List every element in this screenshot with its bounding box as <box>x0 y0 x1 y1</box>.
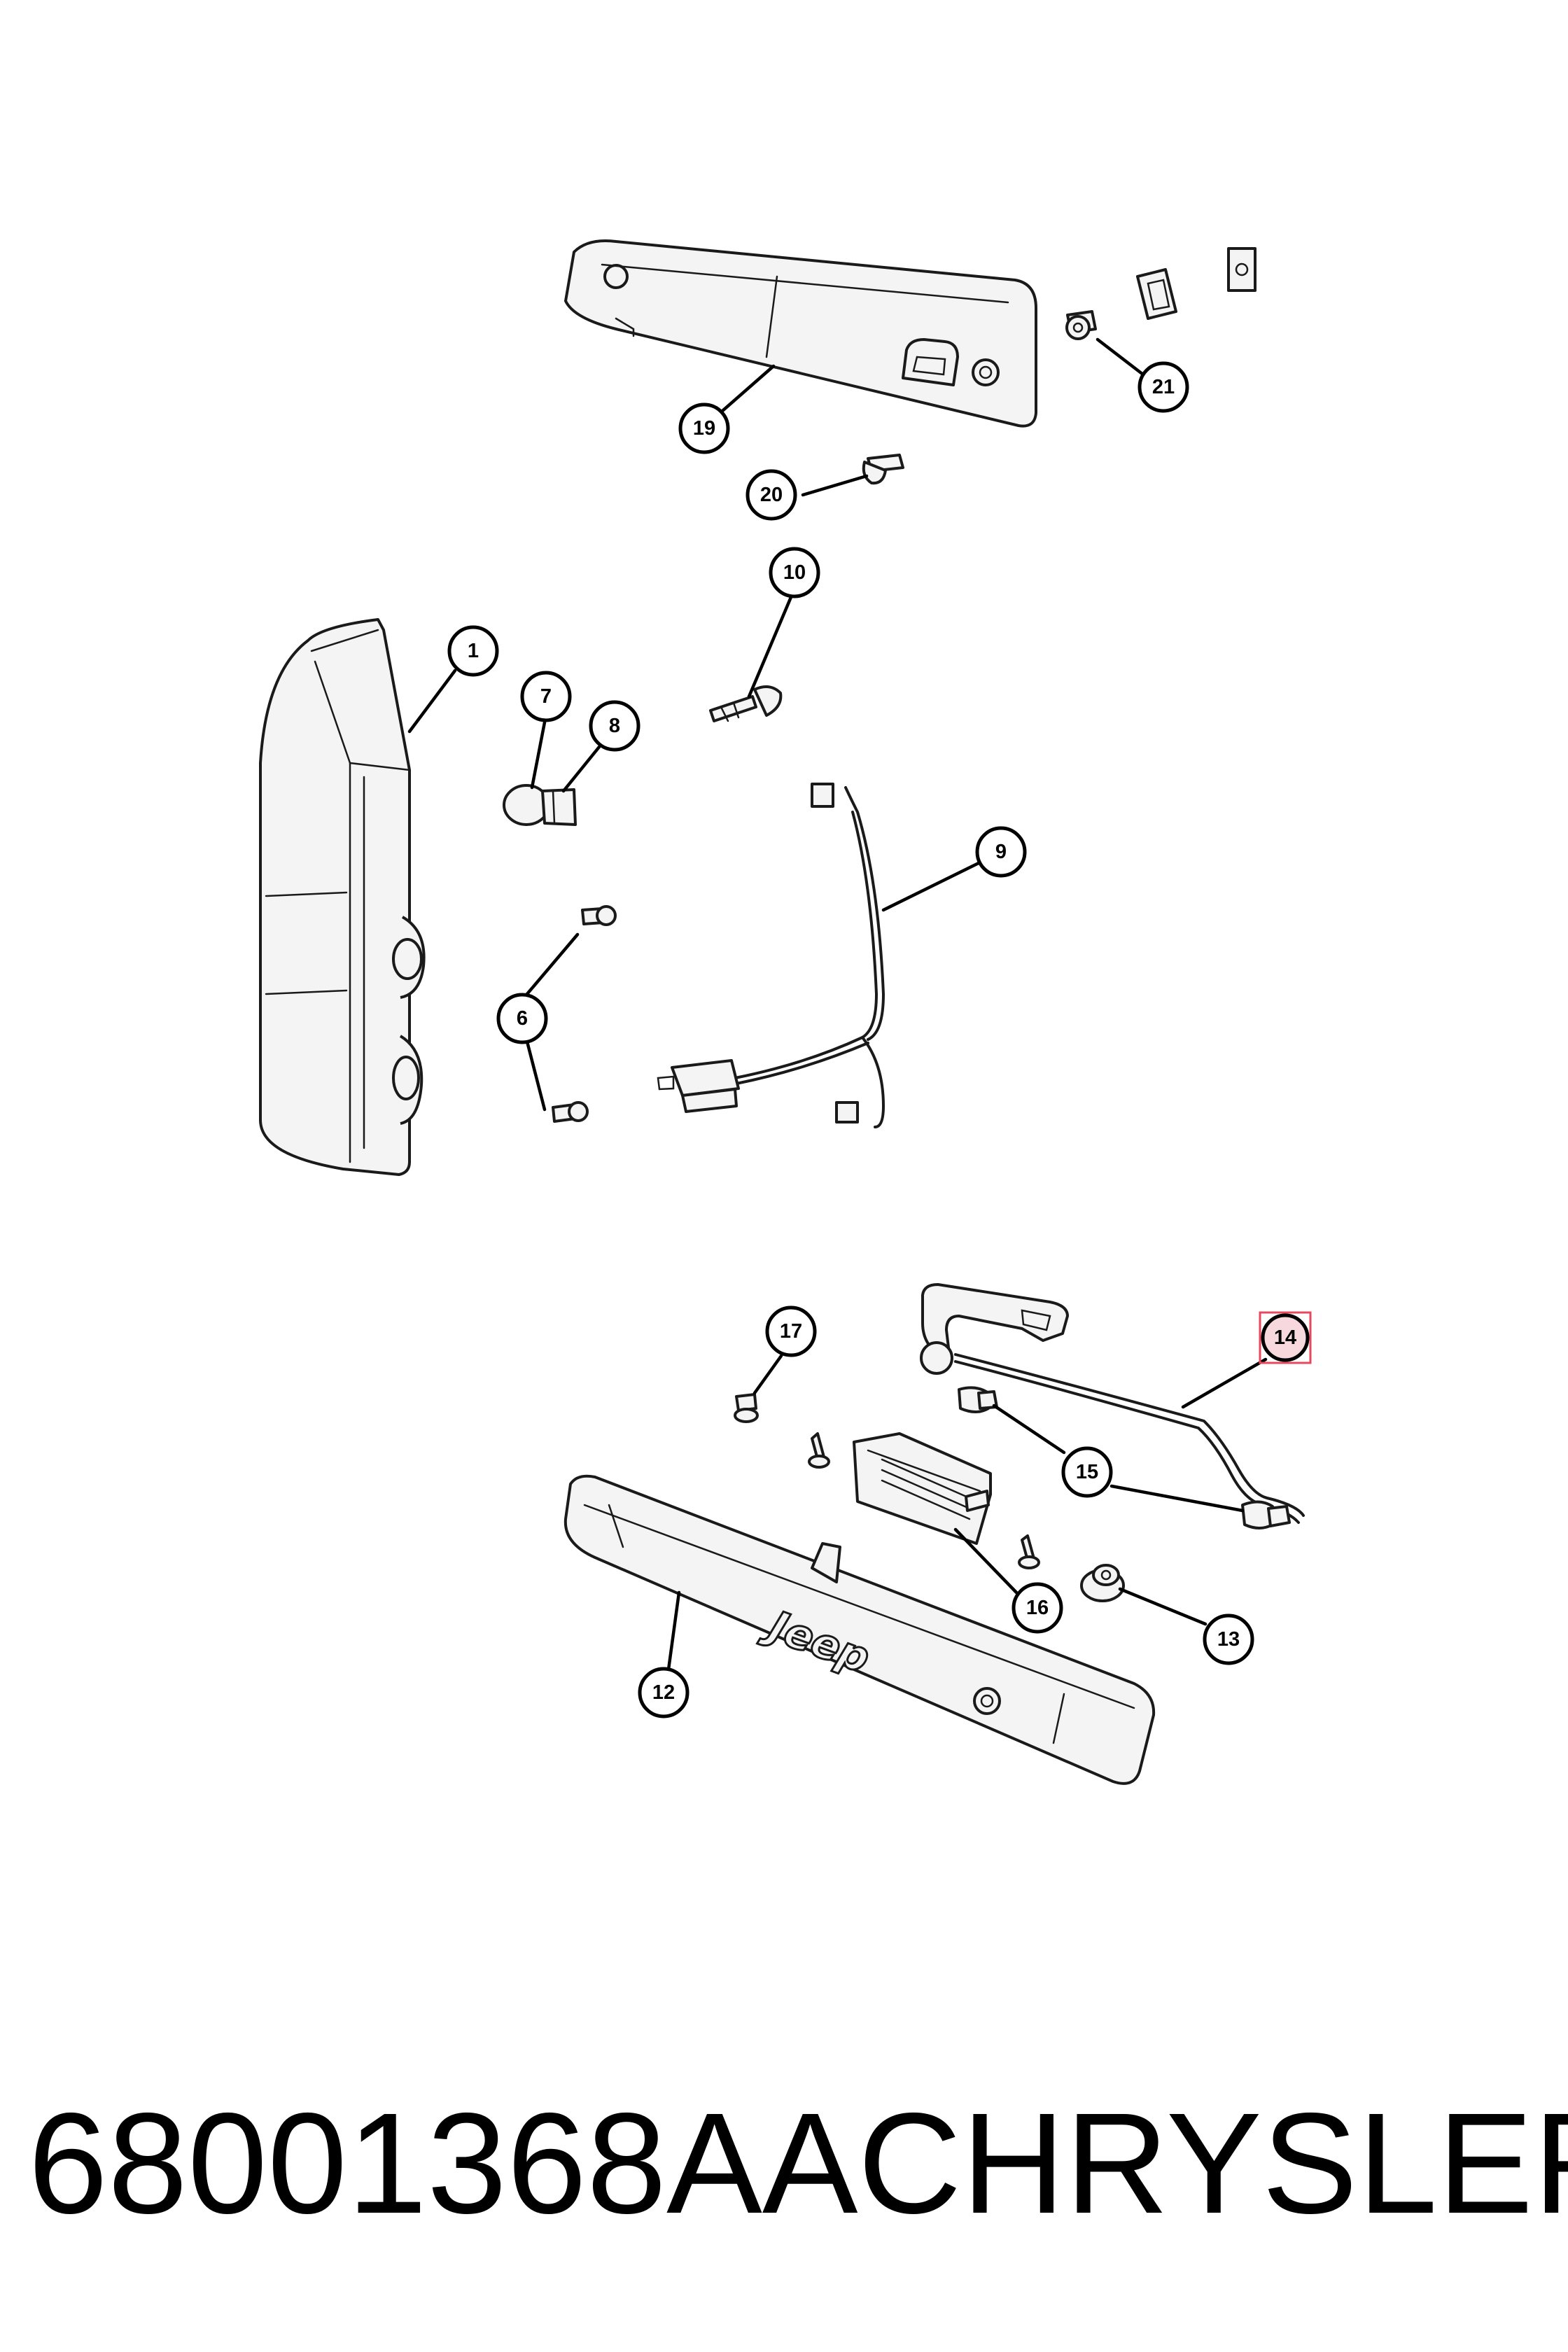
callout-21: 21 <box>1138 361 1189 413</box>
nut-21-part <box>1065 247 1256 340</box>
callout-8-label: 8 <box>609 715 620 737</box>
callout-21-label: 21 <box>1152 376 1175 398</box>
callout-10: 10 <box>769 547 820 598</box>
callout-16-label: 16 <box>1026 1597 1049 1619</box>
callout-15-label: 15 <box>1076 1461 1098 1483</box>
callout-19-label: 19 <box>693 417 715 440</box>
callout-6: 6 <box>496 993 548 1044</box>
callout-1-label: 1 <box>468 640 479 662</box>
callout-20: 20 <box>746 469 797 521</box>
callout-17: 17 <box>765 1306 817 1357</box>
callout-9: 9 <box>975 826 1027 878</box>
applique-lower-12-part: Jeep <box>564 1474 1156 1785</box>
highlight-box <box>1259 1311 1312 1364</box>
screw-20-part <box>862 454 904 485</box>
callout-14-highlighted: 14 <box>1259 1311 1312 1364</box>
callout-9-label: 9 <box>995 841 1007 863</box>
leader-lines <box>407 337 1268 1672</box>
callout-6-label: 6 <box>517 1007 528 1030</box>
wire-harness-9-part <box>657 783 885 1128</box>
callout-14-label: 14 <box>1274 1326 1296 1349</box>
clip-17-part <box>734 1393 1040 1569</box>
callout-15: 15 <box>1061 1446 1113 1498</box>
footer-caption: 68001368AA CHRYSLER <box>28 2072 1568 2254</box>
callout-12-label: 12 <box>652 1681 675 1704</box>
license-lamp-16-part <box>853 1432 992 1545</box>
callout-8: 8 <box>589 700 640 752</box>
brand-name: CHRYSLER <box>858 2082 1568 2244</box>
callout-1: 1 <box>447 625 499 677</box>
bulb-socket-part <box>503 784 577 826</box>
push-pin-10-part <box>709 685 783 722</box>
callout-13: 13 <box>1203 1614 1254 1665</box>
screws-6-part <box>552 905 617 1123</box>
callout-7-label: 7 <box>540 685 552 708</box>
part-number: 68001368AA <box>28 2082 858 2244</box>
callout-7: 7 <box>520 671 572 722</box>
callout-10-label: 10 <box>783 561 806 584</box>
callout-16: 16 <box>1011 1582 1063 1634</box>
callout-19: 19 <box>678 402 730 454</box>
callout-13-label: 13 <box>1217 1628 1240 1651</box>
wire-harness-14-part <box>920 1283 1305 1530</box>
tail-lamp-part <box>259 618 426 1176</box>
callout-20-label: 20 <box>760 484 783 506</box>
applique-upper-part <box>564 239 1037 428</box>
callout-17-label: 17 <box>780 1320 802 1343</box>
nut-13-part <box>1080 1564 1125 1602</box>
callout-12: 12 <box>638 1667 690 1718</box>
